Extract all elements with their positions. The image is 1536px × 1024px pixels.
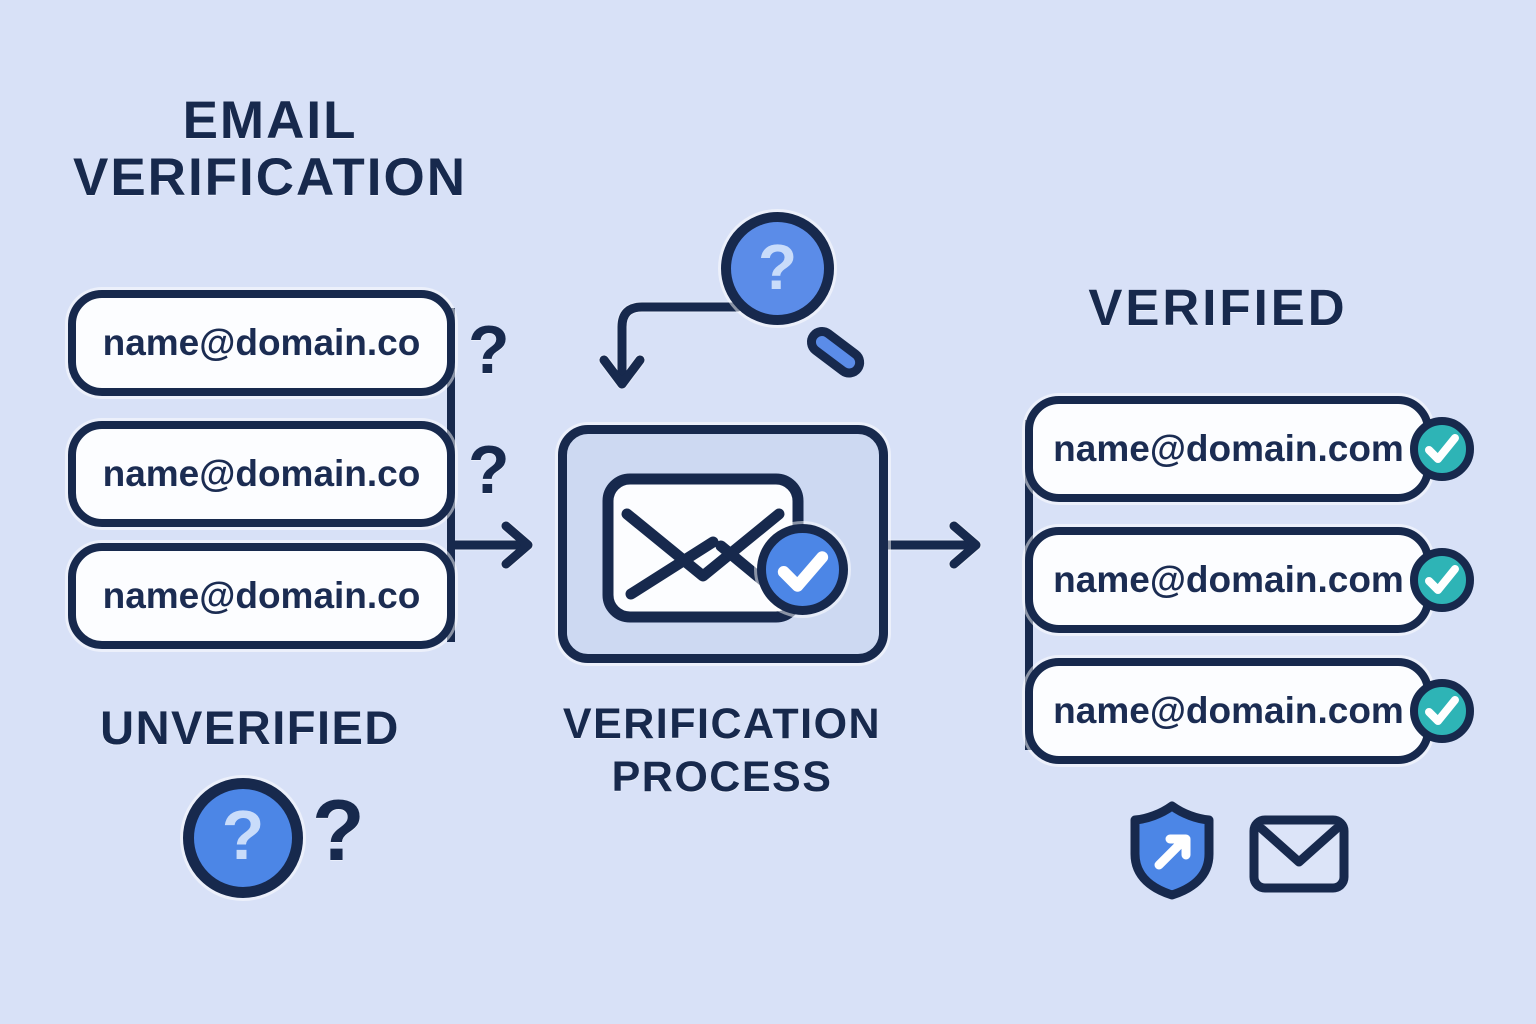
page-title-line1: EMAIL [182,91,358,150]
verified-email-box-3: name@domain.com [1025,658,1432,764]
unverified-label: UNVERIFIED [100,701,400,754]
process-label-line1: VERIFICATION [562,700,882,748]
loose-question-mark: ? [312,783,365,879]
unverified-email-2: name@domain.co [102,453,421,494]
magnifier-question-mark: ? [757,230,798,303]
unverified-email-box-2: name@domain.co [68,421,455,527]
page-title-line2: VERIFICATION [72,148,468,207]
question-mark-1: ? [468,312,510,388]
magnifying-glass-question-icon: ? [721,212,834,325]
process-label-line2: PROCESS [611,753,833,801]
magnifier-handle [800,321,871,384]
verified-check-icon-2 [1410,548,1474,612]
verified-check-icon-1 [1410,417,1474,481]
verified-email-2: name@domain.com [1053,559,1404,600]
verified-email-box-1: name@domain.com [1025,396,1432,502]
question-circle-icon: ? [183,778,303,898]
page-title: EMAIL VERIFICATION [40,92,500,206]
process-label: VERIFICATION PROCESS [522,698,922,804]
arrow-right-icon [447,521,533,569]
unverified-email-3: name@domain.co [102,575,421,616]
check-icon [777,550,829,592]
envelope-outline-icon [1249,815,1349,893]
arrow-right-icon-2 [883,521,981,569]
curved-arrow-down-icon [599,302,743,389]
check-icon [1425,565,1459,594]
unverified-email-box-3: name@domain.co [68,543,455,649]
verified-check-icon-3 [1410,679,1474,743]
check-circle-blue-icon [757,524,848,615]
unverified-email-1: name@domain.co [102,322,421,363]
verified-email-1: name@domain.com [1053,428,1404,469]
verified-label: VERIFIED [1088,279,1348,336]
shield-arrow-icon [1130,801,1214,900]
check-icon [1425,434,1459,463]
verified-email-3: name@domain.com [1053,690,1404,731]
check-icon [1425,696,1459,725]
question-mark-2: ? [468,432,510,508]
unverified-email-box-1: name@domain.co [68,290,455,396]
badge-question-mark: ? [221,796,265,874]
verified-email-box-2: name@domain.com [1025,527,1432,633]
